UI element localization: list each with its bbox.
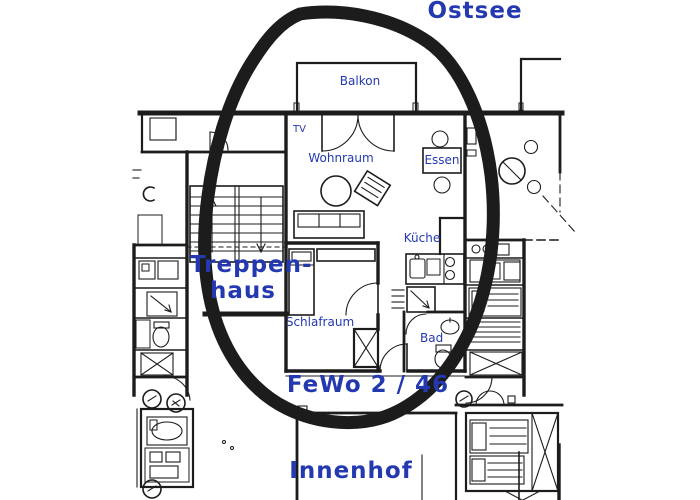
label-balkon: Balkon <box>339 74 381 88</box>
armchair <box>353 169 392 207</box>
neighbour-left-strip <box>132 169 189 397</box>
neighbour-bottom-right <box>454 390 564 500</box>
label-kueche: Küche <box>403 231 441 245</box>
label-treppenhaus: Treppen- haus <box>190 252 313 304</box>
wardrobe <box>316 248 376 262</box>
washbasin <box>440 317 460 335</box>
label-treppenhaus-line1: Treppen- <box>190 252 313 278</box>
interior-doors <box>345 282 427 372</box>
label-essen: Essen <box>424 153 460 167</box>
label-ostsee: Ostsee <box>427 0 523 24</box>
round-table <box>320 175 352 207</box>
neighbour-bottom-left <box>136 389 195 499</box>
shaft <box>352 327 380 369</box>
label-treppenhaus-line2: haus <box>210 278 276 304</box>
label-schlafraum: Schlafraum <box>285 315 355 329</box>
dining-table <box>422 130 462 194</box>
label-wohnraum: Wohnraum <box>308 151 374 165</box>
bed <box>288 248 315 316</box>
highlight-oval <box>198 5 500 429</box>
sofa <box>293 210 365 239</box>
label-innenhof: Innenhof <box>289 458 413 484</box>
label-tv: TV <box>293 124 306 135</box>
interior-walls <box>284 216 467 373</box>
label-fewo: FeWo 2 / 46 <box>286 372 450 398</box>
balcony <box>293 61 419 152</box>
label-bad: Bad <box>420 331 444 345</box>
kitchen-counter <box>391 253 465 313</box>
